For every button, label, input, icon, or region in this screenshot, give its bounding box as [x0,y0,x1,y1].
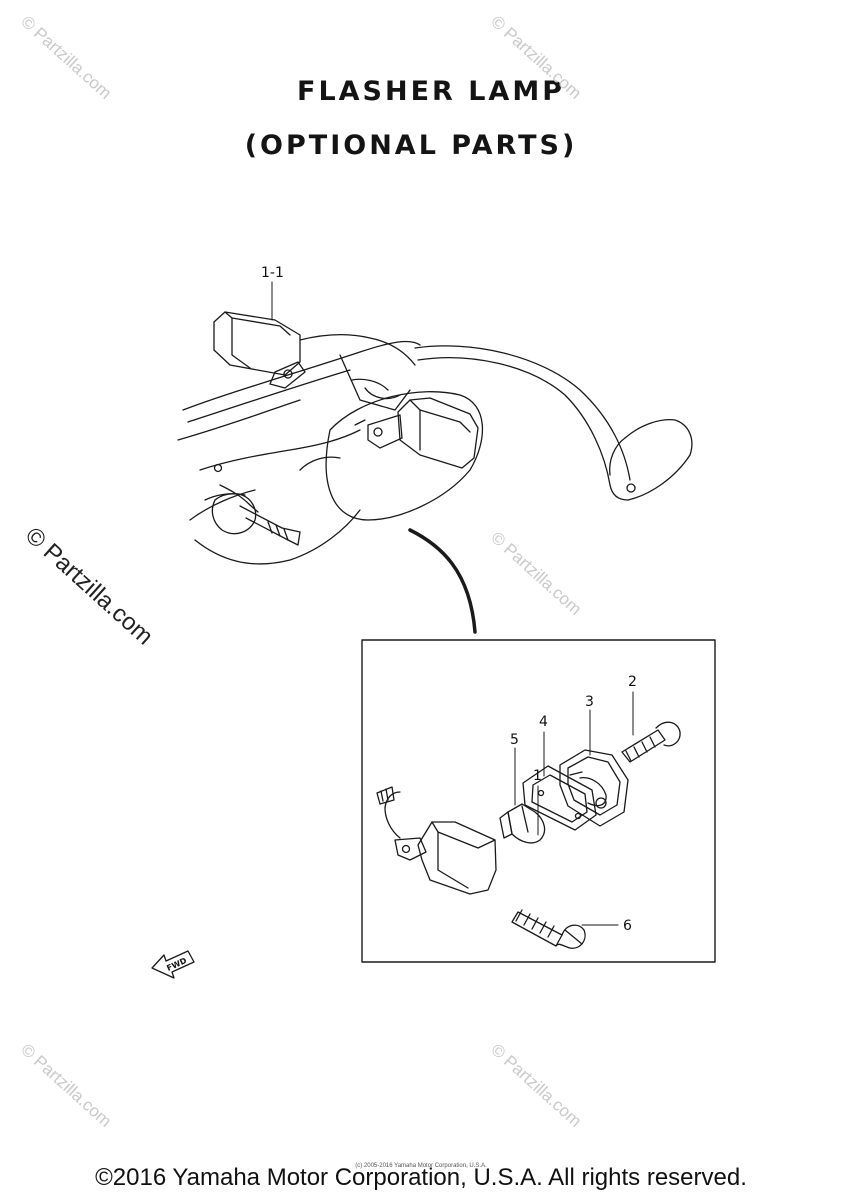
part-1-lamp-housing [376,786,497,895]
rear-fender [414,345,693,501]
callout-5: 5 [510,732,519,748]
part-2-screw [621,721,681,763]
part-3-lens [559,749,629,827]
callout-3: 3 [585,694,594,710]
callout-leaders [271,281,634,926]
callout-6: 6 [623,918,632,934]
part-6-screw [511,909,586,949]
callout-2: 2 [628,674,637,690]
diagram-subtitle: (OPTIONAL PARTS) [244,130,578,161]
callout-1: 1 [533,768,542,784]
detail-leader-line [408,528,477,634]
flasher-lamp-1-1 [213,311,306,389]
fwd-arrow [151,950,195,979]
axle-bolt [211,493,301,546]
small-copyright-notice: (c) 2005-2016 Yamaha Motor Corporation, … [355,1163,487,1169]
diagram-title: FLASHER LAMP [297,76,565,107]
detail-box [361,639,716,963]
callout-1-1: 1-1 [261,265,284,281]
detail-oval [325,391,484,521]
rear-frame-outline [177,334,421,565]
copyright-footer: ©2016 Yamaha Motor Corporation, U.S.A. A… [95,1164,747,1191]
callout-4: 4 [539,714,548,730]
flasher-lamp-right [354,397,479,469]
